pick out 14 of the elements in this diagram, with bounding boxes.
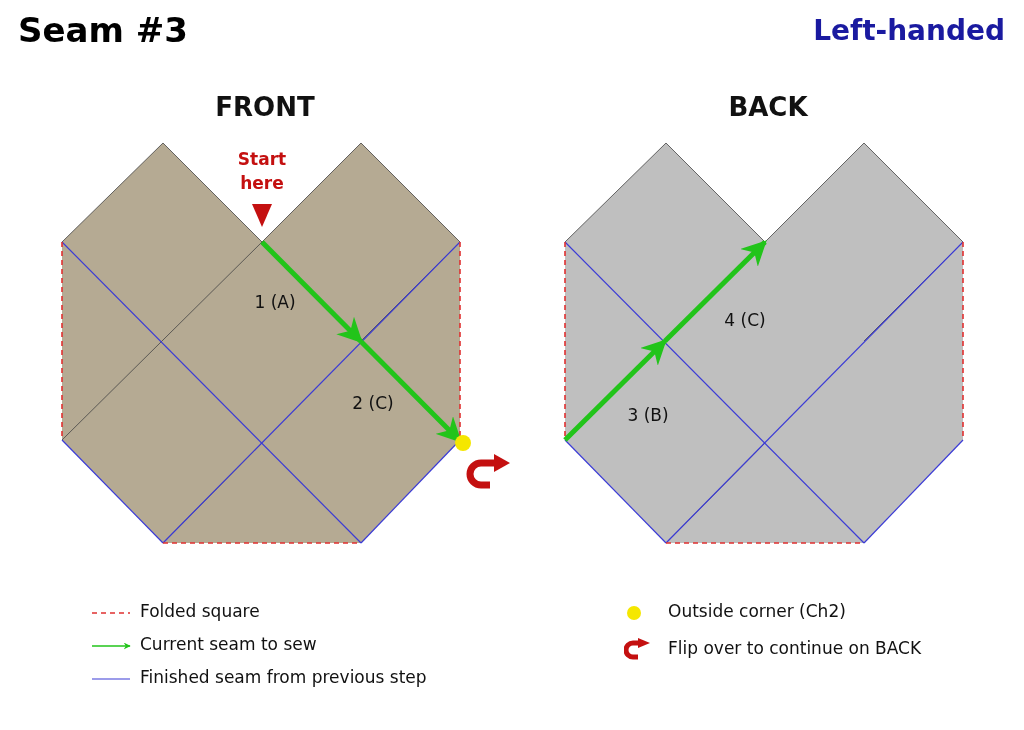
legend-label: Outside corner (Ch2) xyxy=(668,601,846,621)
title: Seam #3 xyxy=(18,10,188,50)
start-label: Start here xyxy=(236,148,288,195)
heading: FRONT xyxy=(214,92,316,122)
legend-label: Flip over to continue on BACK xyxy=(668,638,922,658)
seam-label: 2 (C) xyxy=(352,393,394,413)
heading: BACK xyxy=(727,92,809,122)
legend-label: Current seam to sew xyxy=(140,634,317,654)
seam-label: 1 (A) xyxy=(254,292,296,312)
seam-label: 4 (C) xyxy=(724,310,766,330)
legend-label: Finished seam from previous step xyxy=(140,667,427,687)
legend-label: Folded square xyxy=(140,601,260,621)
subtitle: Left-handed xyxy=(813,14,1005,47)
seam-label: 3 (B) xyxy=(627,405,669,425)
